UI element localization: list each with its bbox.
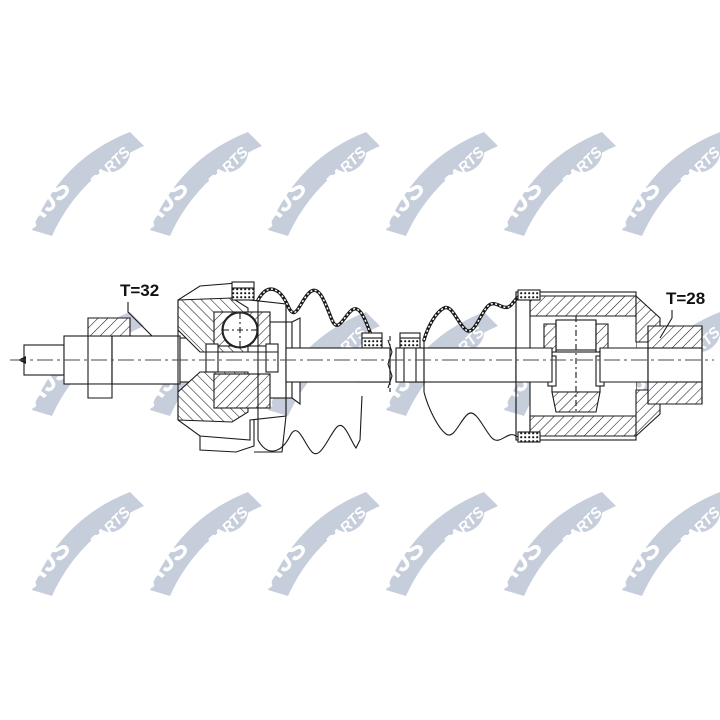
spline-label-inner: T=28 xyxy=(666,289,705,308)
inner-splined-stub xyxy=(647,325,703,405)
threaded-stub-end xyxy=(18,317,181,399)
inner-boot-clamp-small xyxy=(395,332,425,383)
spline-label-outer: T=32 xyxy=(120,281,159,300)
inner-tripod-joint-housing xyxy=(515,289,661,443)
leader-line-outer xyxy=(127,302,153,337)
